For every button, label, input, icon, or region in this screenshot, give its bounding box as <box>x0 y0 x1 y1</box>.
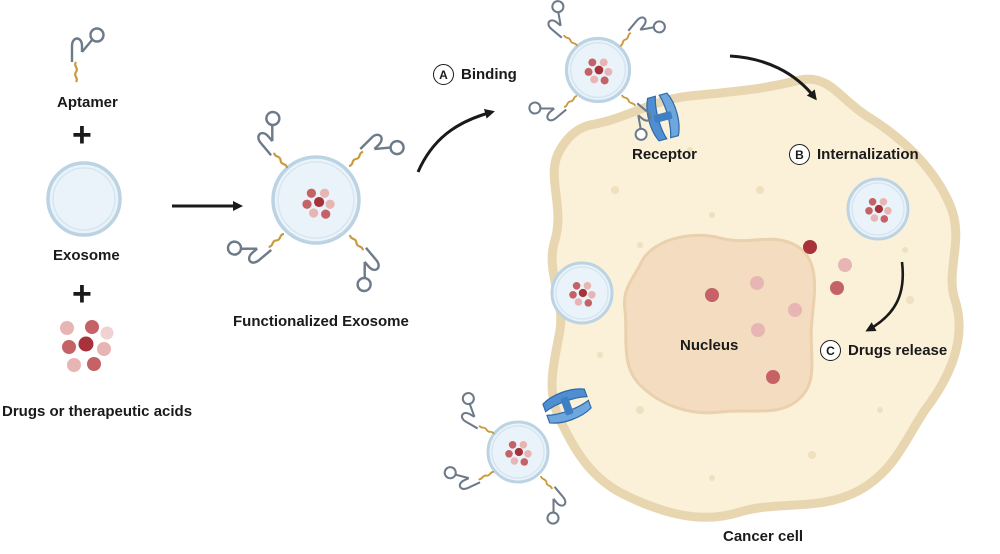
cytoplasm-granules <box>597 147 914 481</box>
arrow-icon <box>416 109 495 173</box>
step-letter: C <box>820 340 841 361</box>
step-internalization: B Internalization <box>789 144 919 165</box>
receptor-label: Receptor <box>632 146 698 163</box>
functionalized-exosome-label: Functionalized Exosome <box>233 313 409 330</box>
internalized-exosome <box>848 179 908 239</box>
step-label: Binding <box>461 66 517 83</box>
aptamer-label: Aptamer <box>57 94 118 111</box>
step-label: Drugs release <box>848 342 948 359</box>
nucleus <box>622 233 817 415</box>
drugs-label: Drugs or therapeutic acids <box>2 403 193 420</box>
step-binding: A Binding <box>433 64 517 85</box>
cancer-cell-label: Cancer cell <box>723 528 804 545</box>
step-label: Internalization <box>817 146 919 163</box>
step-letter: A <box>433 64 454 85</box>
exosome-label: Exosome <box>53 247 120 264</box>
plus-sign: + <box>72 116 92 154</box>
plus-sign: + <box>72 275 92 313</box>
exosome-icon <box>46 161 122 237</box>
step-letter: B <box>789 144 810 165</box>
arrow-icon <box>865 261 905 332</box>
cytoplasm-exosome <box>552 263 612 323</box>
step-drugs-release: C Drugs release <box>820 340 947 361</box>
nucleus-label: Nucleus <box>680 337 739 354</box>
arrow-icon <box>729 54 817 101</box>
released-drugs <box>705 240 852 384</box>
aptamer-icon <box>70 27 105 84</box>
functionalized-exosome-icon <box>224 108 408 295</box>
drug-cluster-icon <box>60 320 114 372</box>
